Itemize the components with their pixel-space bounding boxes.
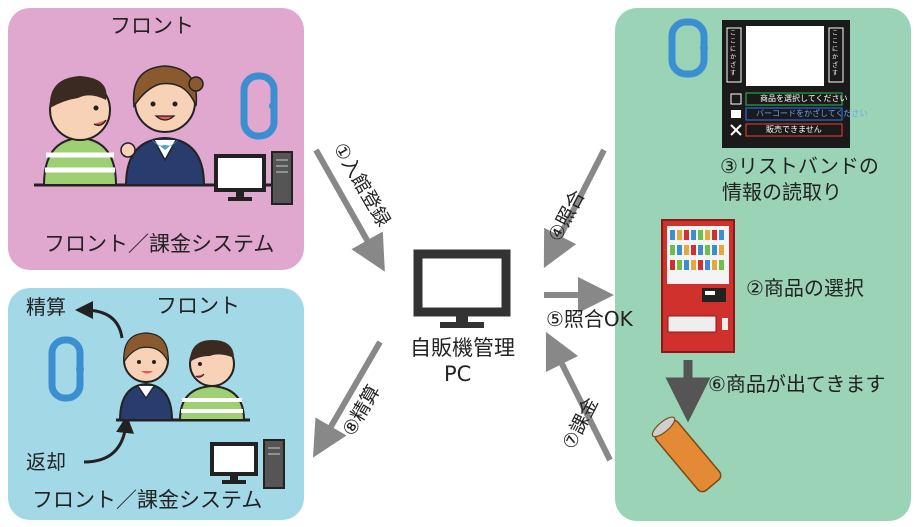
management-pc-icon <box>413 249 511 328</box>
screen-side-text-right: ここにかざす <box>832 30 839 77</box>
wristband-icon <box>48 336 84 402</box>
arrow-step7 <box>545 331 613 462</box>
management-pc-label: 自販機管理 <box>410 336 515 360</box>
step5-label: ⑤照合OK <box>546 307 633 331</box>
customer-illustration <box>42 76 118 186</box>
front-desk-top-illustration <box>34 65 293 205</box>
staff-illustration <box>118 332 174 421</box>
step2-label: ②商品の選択 <box>746 276 864 300</box>
seisan-label: 精算 <box>26 295 66 319</box>
arrow-step8 <box>312 340 383 458</box>
management-pc-label-2: PC <box>444 362 472 386</box>
screen-row-barcode: バーコードをかざしてください <box>756 109 868 118</box>
front-bottom-caption: フロント／課金システム <box>32 488 263 512</box>
step3-label-1: ③リストバンドの <box>720 154 879 178</box>
wristband-icon <box>240 72 278 140</box>
wristband-icon <box>668 18 708 78</box>
henkyaku-label: 返却 <box>26 450 66 474</box>
customer-illustration <box>178 340 246 421</box>
reader-screen <box>722 20 850 148</box>
front-top-title: フロント <box>110 14 194 38</box>
front-top-caption: フロント／課金システム <box>44 232 275 256</box>
computer-icon <box>210 439 285 489</box>
front-bottom-title: フロント <box>156 294 240 318</box>
screen-row-select: 商品を選択してください <box>760 94 848 103</box>
staff-illustration <box>120 65 206 186</box>
front-desk-bottom-illustration <box>48 301 285 489</box>
step6-label: ⑥商品が出てきます <box>708 372 886 396</box>
screen-row-unavailable: 販売できません <box>766 125 822 134</box>
vending-machine-icon <box>661 219 735 353</box>
can-icon <box>651 416 722 493</box>
arrow-step4 <box>543 148 607 269</box>
computer-icon <box>214 151 293 205</box>
screen-side-text-left: ここにかざす <box>730 30 737 77</box>
arrow-step1 <box>313 148 385 272</box>
step3-label-2: 情報の読取り <box>722 180 842 204</box>
